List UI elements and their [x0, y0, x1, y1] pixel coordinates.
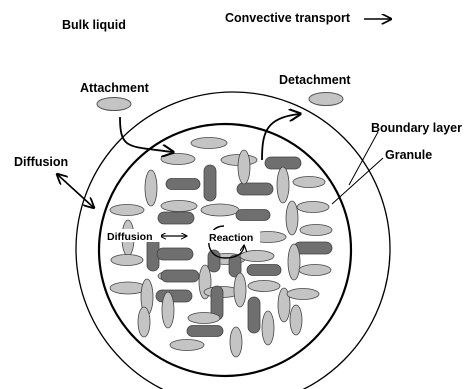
dark-cell-21 [157, 248, 193, 260]
bulk-liquid-label: Bulk liquid [62, 18, 126, 32]
dark-cell-33 [247, 265, 281, 276]
granule-label: Granule [385, 148, 432, 162]
light-cell-44 [162, 292, 174, 328]
light-cell-51 [138, 307, 150, 337]
dark-cell-46 [187, 326, 223, 337]
light-cell-40 [234, 273, 246, 307]
light-cell-11 [293, 177, 325, 188]
light-cell-3 [145, 170, 157, 206]
dark-cell-7 [237, 183, 273, 195]
light-cell-35 [110, 282, 146, 294]
light-cell-45 [188, 313, 220, 324]
boundary-layer-label: Boundary layer [371, 121, 462, 135]
light-cell-34 [248, 281, 280, 292]
light-cell-50 [230, 327, 242, 357]
light-cell-28 [299, 265, 331, 276]
light-cell-10 [277, 167, 289, 203]
light-cell-15 [201, 204, 239, 216]
light-cell-48 [262, 311, 274, 345]
dark-cell-5 [204, 165, 216, 201]
light-cell-43 [287, 289, 319, 300]
detached-cell [309, 93, 343, 106]
dark-cell-4 [166, 179, 200, 190]
light-cell-6 [161, 201, 197, 212]
dark-cell-26 [294, 242, 332, 254]
light-cell-13 [297, 202, 329, 213]
dark-cell-16 [236, 210, 270, 221]
attachment-label: Attachment [80, 81, 150, 95]
convective-transport-label: Convective transport [225, 11, 351, 25]
light-cell-27 [288, 244, 300, 280]
light-cell-1 [161, 154, 195, 165]
detachment-label: Detachment [279, 73, 351, 87]
light-cell-52 [290, 305, 302, 335]
light-cell-17 [286, 201, 298, 235]
reaction-label: Reaction [209, 232, 253, 244]
light-cell-8 [238, 150, 250, 184]
dark-cell-47 [248, 297, 260, 333]
dark-cell-37 [156, 290, 192, 302]
dark-cell-14 [158, 212, 194, 224]
outer-diffusion-label: Diffusion [14, 155, 68, 169]
light-cell-49 [170, 340, 204, 351]
light-cell-0 [191, 138, 227, 149]
light-cell-18 [300, 225, 332, 236]
inner-diffusion-label: Diffusion [107, 231, 153, 243]
dark-cell-31 [161, 270, 199, 282]
light-cell-29 [111, 255, 143, 266]
light-cell-12 [110, 205, 144, 216]
light-cell-32 [240, 251, 274, 262]
attaching-cell [97, 98, 131, 111]
